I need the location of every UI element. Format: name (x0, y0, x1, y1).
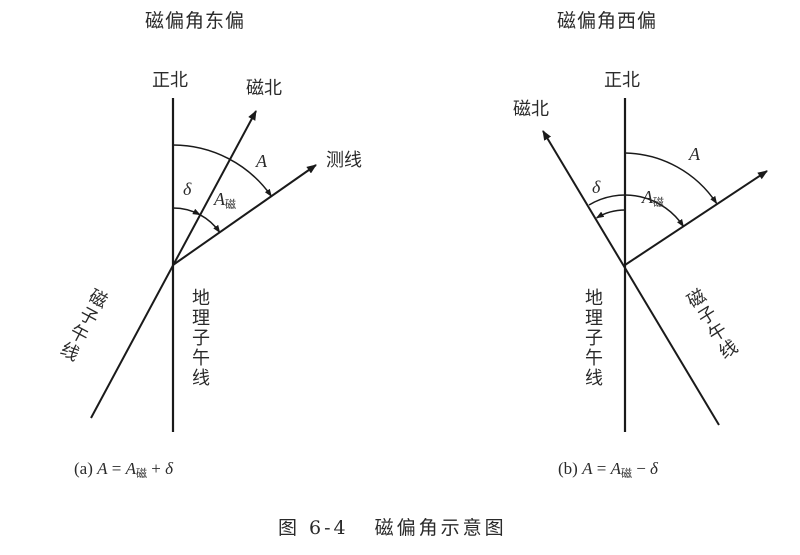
arc-A-a (172, 144, 272, 198)
survey-line-a (172, 164, 317, 266)
formula-a: (a) A = A磁 + δ (74, 460, 173, 480)
angle-Amag-letter-b: A (642, 187, 653, 207)
survey-line-label-a: 测线 (326, 150, 362, 171)
true-north-label-b: 正北 (604, 70, 640, 91)
figure-number: 图 6-4 (278, 517, 349, 539)
panel-b-title: 磁偏角西偏 (557, 10, 658, 32)
geo-meridian-label-a: 地理子午线 (189, 288, 210, 388)
magnetic-north-line-b (542, 130, 720, 426)
angle-Amag-sub-b: 磁 (653, 197, 664, 209)
formula-b-op: − (631, 459, 651, 478)
angle-Amag-label-a: A磁 (214, 190, 236, 211)
formula-a-lhs: A (97, 459, 108, 478)
panel-a-diagram (90, 98, 317, 432)
geo-meridian-label-b: 地理子午线 (582, 288, 603, 388)
formula-a-A: A (125, 459, 136, 478)
formula-b: (b) A = A磁 − δ (558, 460, 658, 480)
formula-a-sub: 磁 (136, 468, 147, 480)
angle-A-label-a: A (256, 151, 267, 171)
formula-a-prefix: (a) (74, 459, 98, 478)
formula-b-eq: = (592, 459, 611, 478)
formula-a-op: + (147, 459, 166, 478)
magnetic-north-label-a: 磁北 (246, 78, 282, 99)
angle-delta-label-b: δ (592, 177, 601, 197)
angle-A-label-b: A (689, 144, 700, 164)
arc-Amag-b (588, 194, 685, 228)
arc-delta-b (595, 209, 626, 219)
panel-a-title: 磁偏角东偏 (145, 10, 246, 32)
magnetic-north-label-b: 磁北 (513, 99, 549, 120)
formula-b-A: A (610, 459, 621, 478)
formula-a-delta: δ (165, 459, 173, 478)
formula-b-lhs: A (582, 459, 593, 478)
arc-Amag-a (199, 214, 221, 234)
formula-b-sub: 磁 (620, 468, 632, 480)
formula-b-prefix: (b) (558, 459, 583, 478)
arc-delta-a (172, 207, 201, 216)
true-north-label-a: 正北 (152, 70, 188, 91)
angle-Amag-letter-a: A (214, 189, 225, 209)
formula-b-delta: δ (650, 459, 658, 478)
arc-A-b (624, 152, 718, 205)
angle-delta-label-a: δ (183, 179, 192, 199)
figure-caption: 图 6-4 磁偏角示意图 (278, 519, 507, 538)
panel-b-diagram (542, 98, 768, 432)
angle-Amag-sub-a: 磁 (225, 199, 236, 211)
survey-line-b (624, 170, 768, 266)
angle-Amag-label-b: A磁 (642, 188, 664, 209)
figure-caption-text: 磁偏角示意图 (374, 517, 507, 539)
formula-a-eq: = (107, 459, 126, 478)
